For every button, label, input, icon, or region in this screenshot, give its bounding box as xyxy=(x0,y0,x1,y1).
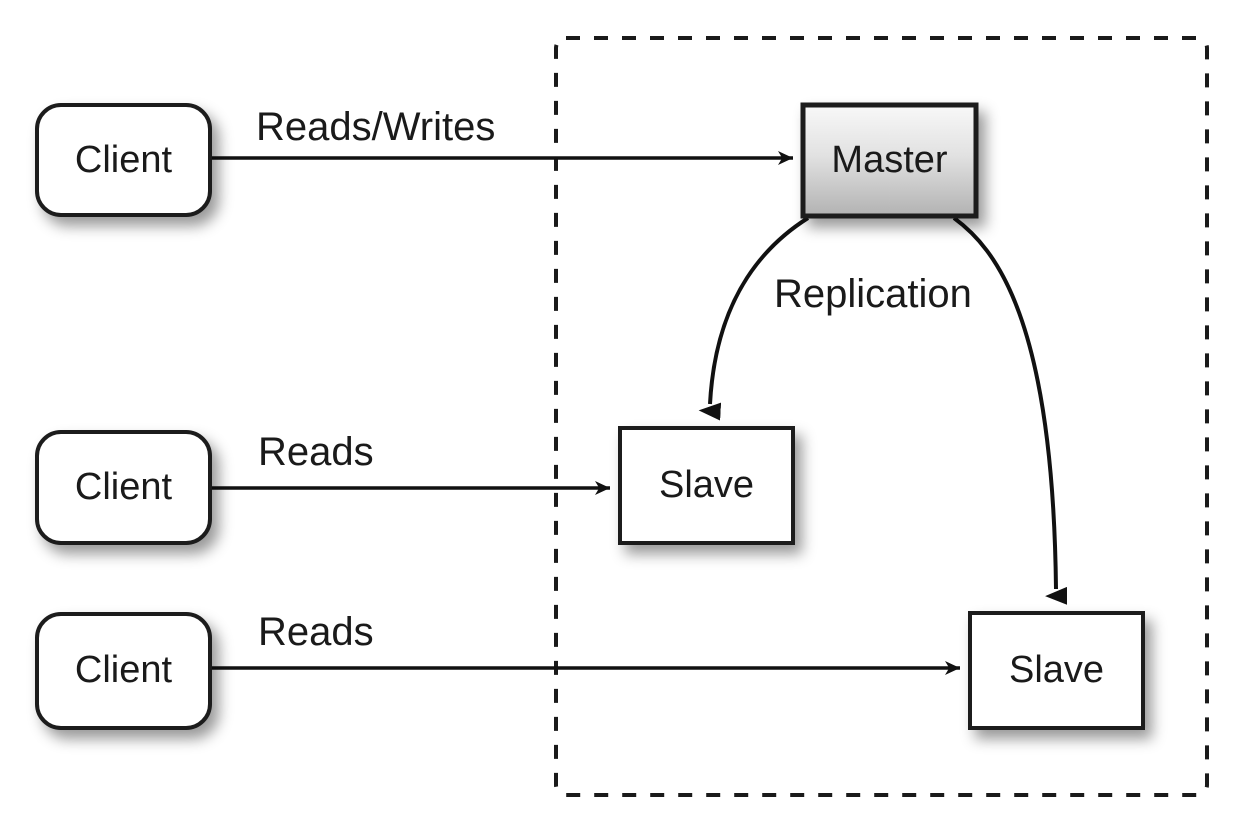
node-master[interactable]: Master xyxy=(800,102,979,219)
edge-label-replication: Replication xyxy=(774,272,972,316)
node-client-2[interactable]: Client xyxy=(35,430,212,545)
slave-2-box[interactable] xyxy=(968,611,1145,730)
edge-label-reads-slave1: Reads xyxy=(258,430,374,474)
slave-1-box[interactable] xyxy=(618,426,795,545)
client-1-label: Client xyxy=(75,139,173,181)
edge-curve xyxy=(698,216,810,421)
edge-master-to-slave2 xyxy=(952,216,1068,605)
master-box[interactable] xyxy=(800,102,979,219)
client-2-box[interactable] xyxy=(35,430,212,545)
database-cluster-boundary xyxy=(554,36,1209,797)
edge-label-reads-writes: Reads/Writes xyxy=(256,105,495,149)
slave-1-label: Slave xyxy=(659,464,754,506)
node-client-3[interactable]: Client xyxy=(35,612,212,730)
edge-master-to-slave1 xyxy=(698,216,810,421)
client-1-box[interactable] xyxy=(35,103,212,217)
edge-label-reads-slave2: Reads xyxy=(258,610,374,654)
client-3-label: Client xyxy=(75,649,173,691)
node-slave-2[interactable]: Slave xyxy=(968,611,1145,730)
client-3-box[interactable] xyxy=(35,612,212,730)
edge-curve xyxy=(952,216,1068,605)
master-label: Master xyxy=(831,139,947,181)
slave-2-label: Slave xyxy=(1009,649,1104,691)
node-slave-1[interactable]: Slave xyxy=(618,426,795,545)
client-2-label: Client xyxy=(75,466,173,508)
node-client-1[interactable]: Client xyxy=(35,103,212,217)
